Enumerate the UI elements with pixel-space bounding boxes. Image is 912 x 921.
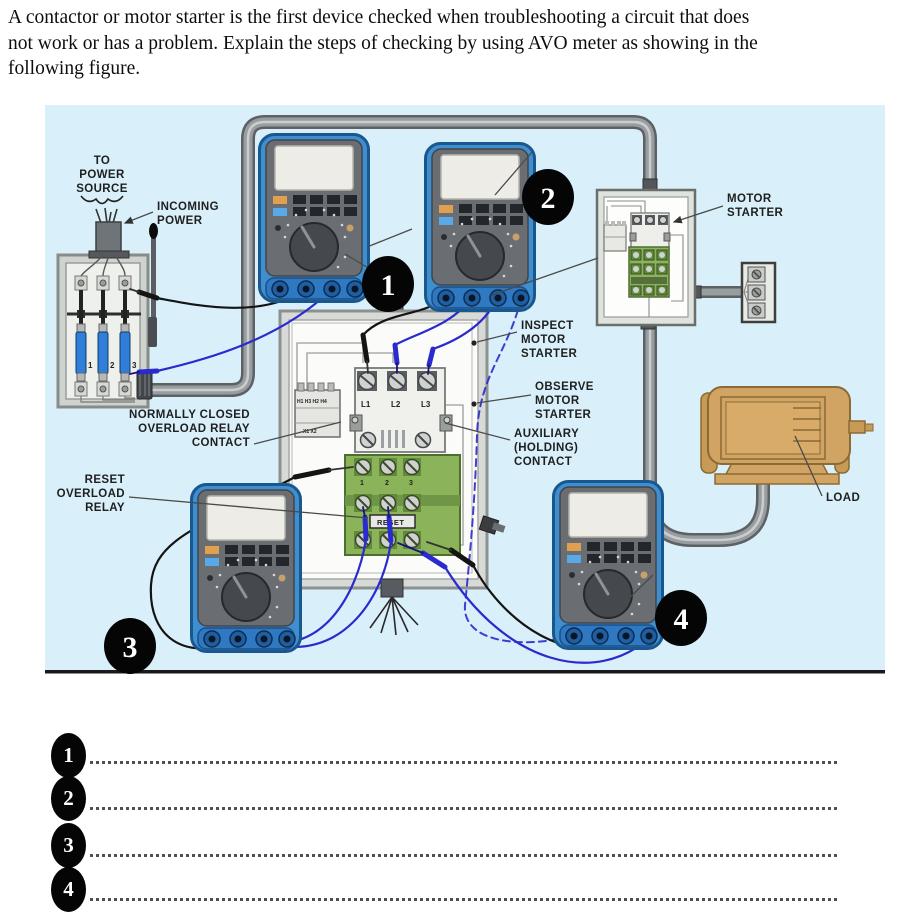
question-line-1: A contactor or motor starter is the firs…: [8, 7, 750, 28]
svg-text:MOTOR: MOTOR: [535, 395, 580, 407]
label-motor-starter: MOTOR: [727, 193, 772, 205]
svg-text:OVERLOAD RELAY: OVERLOAD RELAY: [138, 423, 250, 435]
answer-badge-4: 4: [51, 867, 86, 912]
fuse-2: [96, 275, 110, 397]
question-line-3: following figure.: [8, 58, 141, 80]
answer-badge-3: 3: [51, 823, 86, 868]
fuse-3: [118, 275, 132, 397]
label-inspect-motor-starter: INSPECT: [521, 320, 574, 332]
svg-text:1: 1: [381, 269, 396, 302]
answer-line-1: [90, 761, 838, 764]
svg-text:SOURCE: SOURCE: [76, 183, 128, 195]
answer-line-4: [90, 898, 838, 901]
motor-shaft: [848, 420, 866, 434]
answer-line-3: [90, 854, 838, 857]
step-marker-4: [655, 590, 707, 646]
step-marker-2: [522, 169, 574, 225]
svg-text:CONTACT: CONTACT: [514, 456, 572, 468]
overload-relay: 1 2 3 RESET: [344, 454, 461, 556]
overload-terminal-2: 2: [385, 480, 389, 487]
terminal-l3-label: L3: [421, 400, 431, 409]
svg-text:STARTER: STARTER: [535, 409, 592, 421]
svg-text:POWER: POWER: [157, 215, 203, 227]
contactor: L1 L2 L3: [349, 367, 453, 453]
label-load: LOAD: [826, 492, 860, 504]
terminal-l2-label: L2: [391, 400, 401, 409]
motor-starter-enclosure: [595, 178, 702, 330]
figure-bottom-rule: [45, 670, 885, 674]
multimeter-4: [552, 480, 664, 650]
label-incoming-power: INCOMING: [157, 201, 219, 213]
svg-text:3: 3: [123, 631, 138, 664]
label-auxiliary-holding-contact: AUXILIARY: [514, 428, 579, 440]
overload-terminal-1: 1: [360, 480, 364, 487]
answer-badge-1: 1: [51, 733, 86, 778]
troubleshooting-figure: 1 2 3 H1 H3 H2 H4 X1 X2: [45, 105, 885, 677]
question-line-2: not work or has a problem. Explain the s…: [8, 32, 758, 54]
fuse-1: [74, 275, 88, 397]
transformer-secondary-label: X1 X2: [303, 429, 317, 435]
multimeter-3: [190, 483, 302, 653]
label-to-power-source: TO: [94, 155, 111, 167]
transformer-primary-label: H1 H3 H2 H4: [297, 399, 327, 405]
svg-text:CONTACT: CONTACT: [192, 437, 250, 449]
answer-badge-2: 2: [51, 776, 86, 821]
terminal-l1-label: L1: [361, 400, 371, 409]
control-panel: H1 H3 H2 H4 X1 X2 L1 L2 L3: [278, 296, 506, 636]
brace-icon: [80, 195, 124, 205]
answer-line-2: [90, 807, 838, 810]
question-text: A contactor or motor starter is the firs…: [8, 5, 909, 82]
overload-terminal-3: 3: [409, 480, 413, 487]
step-marker-1: [362, 256, 414, 312]
multimeter-1: [258, 133, 370, 303]
starter-transformer: [603, 221, 627, 252]
step-marker-3: [104, 618, 156, 674]
control-transformer: H1 H3 H2 H4 X1 X2: [294, 382, 341, 438]
svg-text:4: 4: [674, 603, 689, 636]
fuse-number-2: 2: [110, 361, 115, 370]
figure-labels: TO POWER SOURCE INCOMING POWER NORMALLY …: [57, 155, 860, 514]
svg-text:RELAY: RELAY: [85, 502, 125, 514]
label-observe-motor-starter: OBSERVE: [535, 381, 594, 393]
reset-button: [369, 514, 416, 529]
step-markers: 1 2 3 4: [104, 169, 707, 674]
svg-text:STARTER: STARTER: [521, 348, 578, 360]
svg-text:POWER: POWER: [79, 169, 125, 181]
label-reset-overload-relay: RESET: [85, 474, 125, 486]
fuse-number-1: 1: [88, 361, 93, 370]
panel-latch: [478, 515, 506, 535]
disconnect-switch: 1 2 3: [56, 207, 158, 409]
fuse-number-3: 3: [132, 361, 137, 370]
svg-text:2: 2: [541, 182, 556, 215]
terminal-box: [740, 261, 777, 324]
label-normally-closed-overload: NORMALLY CLOSED: [129, 409, 250, 421]
incoming-power-cable: [88, 207, 130, 259]
svg-text:OVERLOAD: OVERLOAD: [57, 488, 125, 500]
svg-text:MOTOR: MOTOR: [521, 334, 566, 346]
motor-load: [700, 386, 874, 485]
svg-text:(HOLDING): (HOLDING): [514, 442, 578, 454]
svg-text:STARTER: STARTER: [727, 207, 784, 219]
disconnect-handle: [148, 223, 158, 347]
callout-leaders: [123, 151, 823, 606]
starter-overload-relay: [628, 246, 670, 298]
